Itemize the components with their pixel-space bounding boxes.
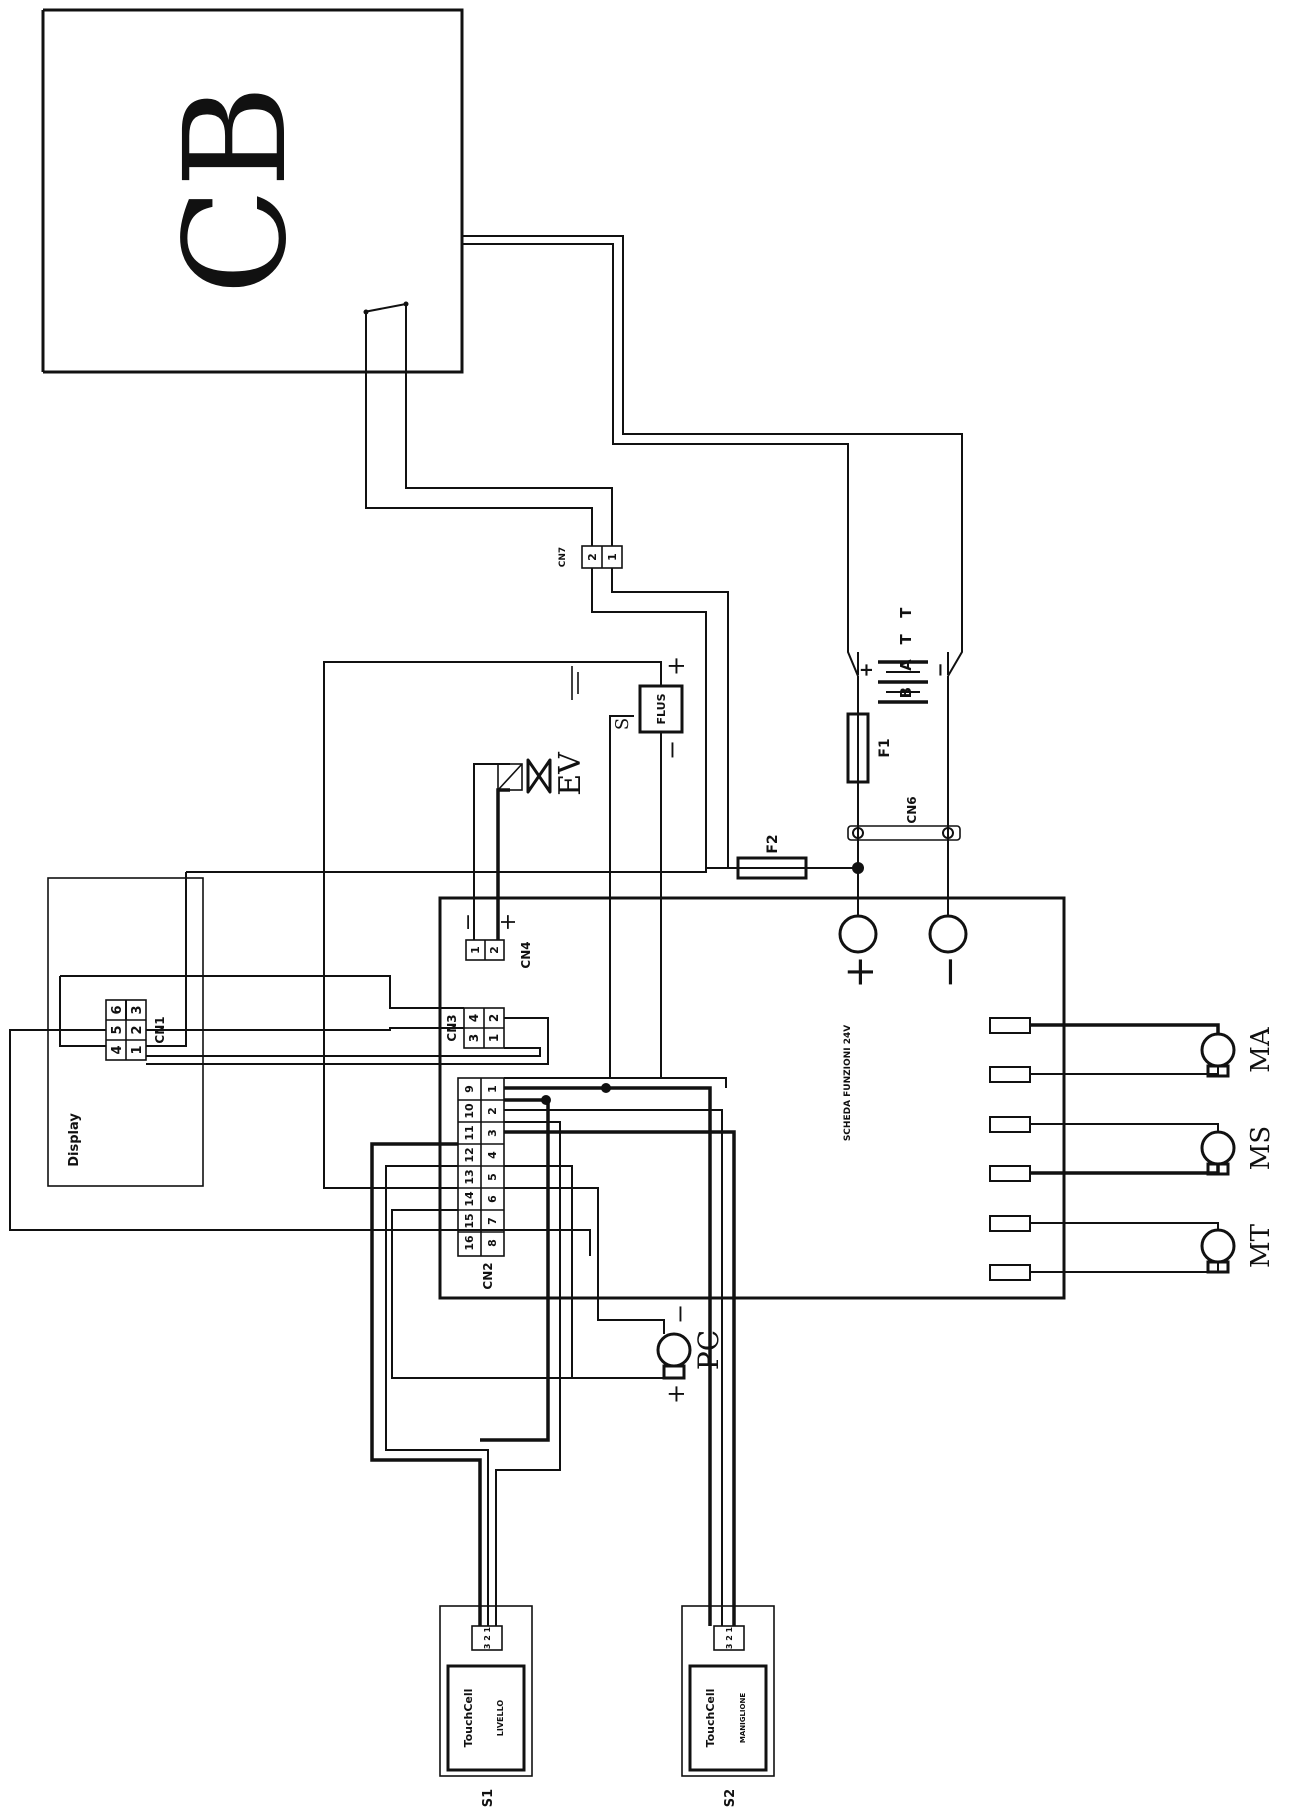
motor-ma: MA (1200, 1026, 1276, 1078)
cn2-pin-13: 13 (463, 1169, 476, 1184)
cn1-pin-5: 5 (110, 1025, 125, 1034)
flow-sensor-flus: FLUS S + − (571, 656, 690, 760)
fuse-f1: F1 (846, 712, 893, 784)
cn6-label: CN6 (905, 796, 919, 823)
board-minus-terminal: − (927, 914, 973, 989)
cn1-pin-1: 1 (130, 1045, 145, 1054)
cn2-pin-2: 2 (486, 1107, 499, 1115)
cb-switch-contact (363, 303, 407, 313)
motor-ma-label: MA (1246, 1026, 1276, 1073)
flus-plus: + (662, 656, 690, 676)
main-board: SCHEDA FUNZIONI 24V + − (438, 896, 1066, 1300)
wiring (9, 235, 1220, 1626)
pc-minus: − (666, 1304, 694, 1324)
ev-label: EV (553, 751, 588, 796)
cn3-pin-3: 3 (467, 1034, 481, 1042)
cn4-pin-1: 1 (469, 946, 482, 954)
cn7-label: CN7 (558, 547, 568, 567)
cn2-pin-7: 7 (486, 1217, 499, 1225)
motor-ms-label: MS (1246, 1126, 1276, 1170)
cb-label: CB (155, 85, 318, 295)
cn2-pin-6: 6 (486, 1195, 499, 1203)
cn4-plus: + (496, 913, 521, 931)
solenoid-valve-ev: EV (497, 751, 588, 796)
fuse-f2: F2 (736, 834, 808, 880)
sensor-s2-tag: S2 (723, 1789, 738, 1807)
cn7-pin-2: 2 (586, 553, 599, 561)
cn2-pin-11: 11 (463, 1125, 476, 1140)
cn2-pin-4: 4 (486, 1151, 499, 1159)
cn2-pin-14: 14 (463, 1191, 476, 1207)
motor-ms: MS (1200, 1126, 1276, 1176)
cn2-pin-8: 8 (486, 1239, 499, 1247)
cn6-connector: CN6 (847, 796, 961, 841)
flus-label: FLUS (655, 693, 668, 724)
fuse-f1-label: F1 (877, 738, 893, 757)
pump-pc: PC − + (656, 1304, 725, 1404)
fuse-f2-label: F2 (765, 834, 781, 853)
pc-plus: + (662, 1384, 690, 1404)
cn2-pin-5: 5 (486, 1173, 499, 1181)
cn1-pin-4: 4 (110, 1045, 125, 1054)
cn4-minus: − (456, 913, 481, 931)
cn4-connector: 1 2 − + CN4 (456, 913, 533, 969)
cn2-pin-1: 1 (486, 1085, 499, 1093)
cn2-pin-9: 9 (463, 1085, 476, 1093)
cn1-pin-3: 3 (130, 1005, 145, 1014)
flus-s: S (612, 718, 633, 730)
cn2-pin-12: 12 (463, 1147, 476, 1162)
motor-mt: MT (1200, 1223, 1276, 1274)
sensor-s1: 3 2 1 TouchCell LIVELLO S1 (439, 1605, 533, 1807)
sensor-s1-pins: 3 2 1 (483, 1626, 492, 1649)
cb-module: CB (41, 8, 464, 374)
battery-minus: − (930, 662, 951, 677)
cn4-label: CN4 (519, 941, 533, 968)
cn7-pin-1: 1 (606, 553, 619, 561)
board-plus-terminal: + (837, 914, 883, 989)
cn3-pin-4: 4 (467, 1014, 481, 1022)
cn2-connector: 9 10 11 12 13 14 15 16 1 2 3 4 5 6 7 8 C… (457, 1077, 505, 1290)
cn7-connector: 2 1 CN7 (558, 545, 623, 569)
sensor-s1-tag: S1 (481, 1789, 496, 1807)
board-minus-label: − (927, 955, 973, 989)
battery-symbol: + − BATT (856, 592, 951, 704)
cn3-pin-1: 1 (487, 1034, 501, 1042)
sensor-s1-brand: TouchCell (462, 1689, 475, 1748)
sensor-s2-name: MANIGLIONE (739, 1693, 747, 1743)
cn2-pin-3: 3 (486, 1129, 499, 1137)
board-title: SCHEDA FUNZIONI 24V (843, 1025, 853, 1141)
cn4-pin-2: 2 (488, 946, 501, 954)
sensor-s2: 3 2 1 TouchCell MANIGLIONE S2 (681, 1605, 775, 1807)
cn2-label: CN2 (481, 1262, 495, 1289)
cn2-pin-10: 10 (463, 1103, 476, 1119)
cn2-pin-16: 16 (463, 1235, 476, 1251)
flus-minus: − (658, 740, 686, 760)
cn2-pin-15: 15 (463, 1213, 476, 1228)
cn1-pin-6: 6 (110, 1005, 125, 1014)
motor-mt-label: MT (1246, 1223, 1276, 1268)
battery-plus: + (856, 662, 877, 677)
display-label: Display (67, 1113, 82, 1167)
sensor-s2-brand: TouchCell (704, 1689, 717, 1748)
cn3-pin-2: 2 (487, 1014, 501, 1022)
board-plus-label: + (837, 955, 883, 989)
battery-label: BATT (897, 592, 915, 699)
cn1-pin-2: 2 (130, 1025, 145, 1034)
sensor-s1-name: LIVELLO (496, 1700, 505, 1737)
display-module: Display (47, 877, 204, 1187)
sensor-s2-pins: 3 2 1 (725, 1626, 734, 1649)
